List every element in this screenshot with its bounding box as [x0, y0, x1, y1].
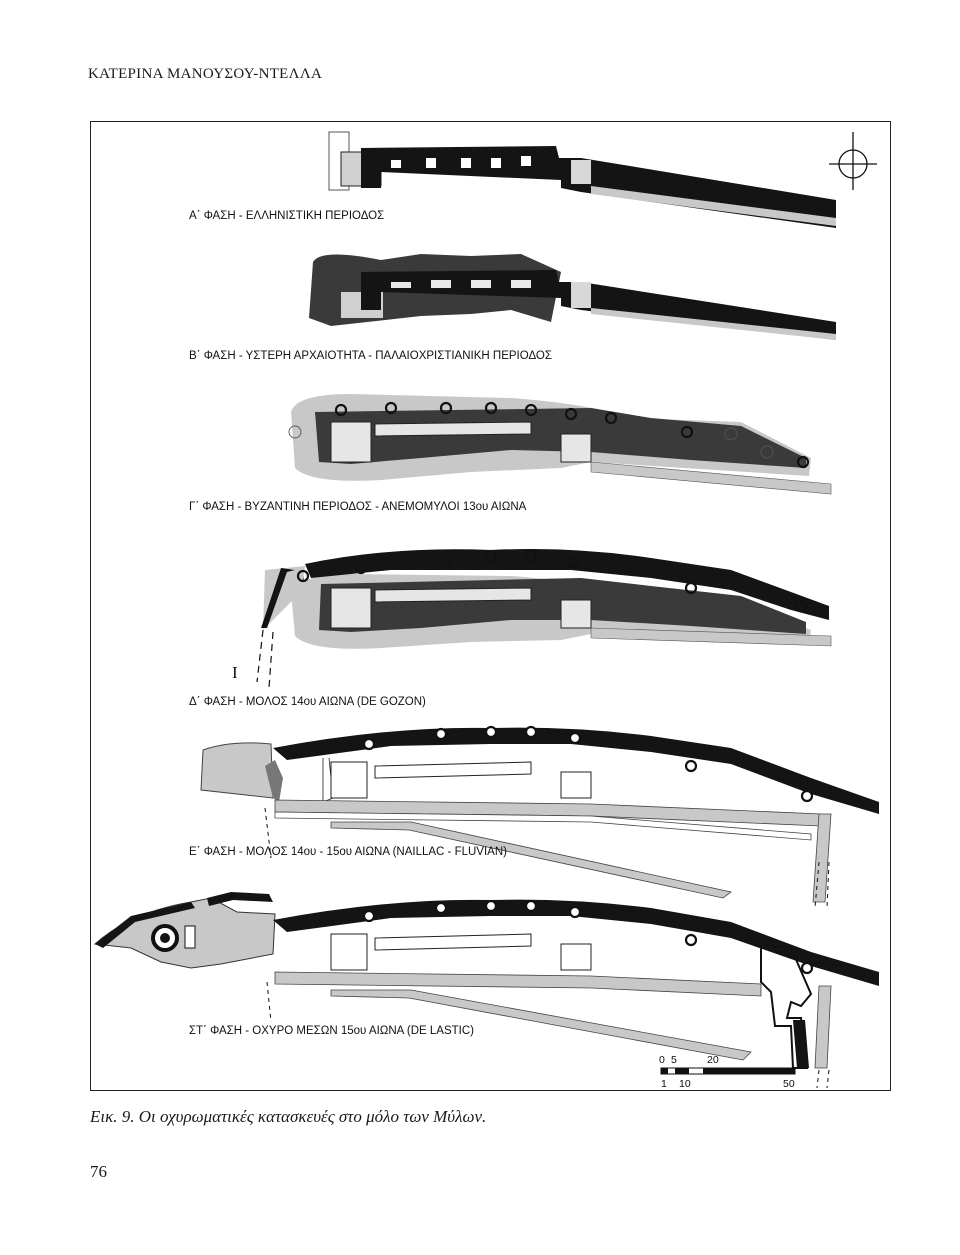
- scale-label-5: 5: [671, 1054, 677, 1066]
- plan-phase-b: [309, 254, 836, 340]
- plan-phase-e: [200, 725, 879, 909]
- plan-phase-c: [288, 394, 832, 495]
- scale-label-1: 1: [661, 1078, 667, 1090]
- running-head: ΚΑΤΕΡΙΝΑ ΜΑΝΟΥΣΟΥ-ΝΤΕΛΛΑ: [88, 66, 323, 82]
- scale-label-10: 10: [679, 1078, 691, 1090]
- phase-label-b: Β΄ ΦΑΣΗ - ΥΣΤΕΡΗ ΑΡΧΑΙΟΤΗΤΑ - ΠΑΛΑΙΟΧΡΙΣ…: [189, 350, 552, 362]
- phase-label-c: Γ΄ ΦΑΣΗ - ΒΥΖΑΝΤΙΝΗ ΠΕΡΙΟΔΟΣ - ΑΝΕΜΟΜΥΛΟ…: [189, 501, 527, 513]
- phase-label-e: Ε΄ ΦΑΣΗ - ΜΟΛΟΣ 14ου - 15ου ΑΙΩΝΑ (NAILL…: [189, 846, 507, 858]
- phase-label-d: Δ΄ ΦΑΣΗ - ΜΟΛΟΣ 14ου ΑΙΩΝΑ (DE GOZON): [189, 696, 426, 708]
- scale-bar: 0 5 20 1 10 50: [659, 1054, 796, 1090]
- scale-label-50: 50: [783, 1078, 795, 1090]
- section-mark-i: I: [232, 663, 238, 682]
- mole-plans-drawing: Α΄ ΦΑΣΗ - ΕΛΛΗΝΙΣΤΙΚΗ ΠΕΡΙΟΔΟΣ Β΄ ΦΑΣΗ -…: [93, 131, 879, 1090]
- figure-caption: Εικ. 9. Οι οχυρωματικές κατασκευές στο μ…: [90, 1107, 487, 1126]
- scale-label-20: 20: [707, 1054, 719, 1066]
- phase-label-st: ΣΤ΄ ΦΑΣΗ - ΟΧΥΡΟ ΜΕΣΩΝ 15ου ΑΙΩΝΑ (DE LA…: [189, 1025, 474, 1037]
- scale-label-0: 0: [659, 1054, 665, 1066]
- plan-phase-a: [328, 131, 836, 228]
- page-number: 76: [90, 1162, 107, 1181]
- plan-phase-st: [93, 892, 879, 1089]
- figure-frame: Α΄ ΦΑΣΗ - ΕΛΛΗΝΙΣΤΙΚΗ ΠΕΡΙΟΔΟΣ Β΄ ΦΑΣΗ -…: [90, 121, 891, 1091]
- phase-label-a: Α΄ ΦΑΣΗ - ΕΛΛΗΝΙΣΤΙΚΗ ΠΕΡΙΟΔΟΣ: [189, 210, 384, 222]
- north-arrow-icon: [829, 132, 877, 190]
- plan-phase-d: [256, 549, 832, 689]
